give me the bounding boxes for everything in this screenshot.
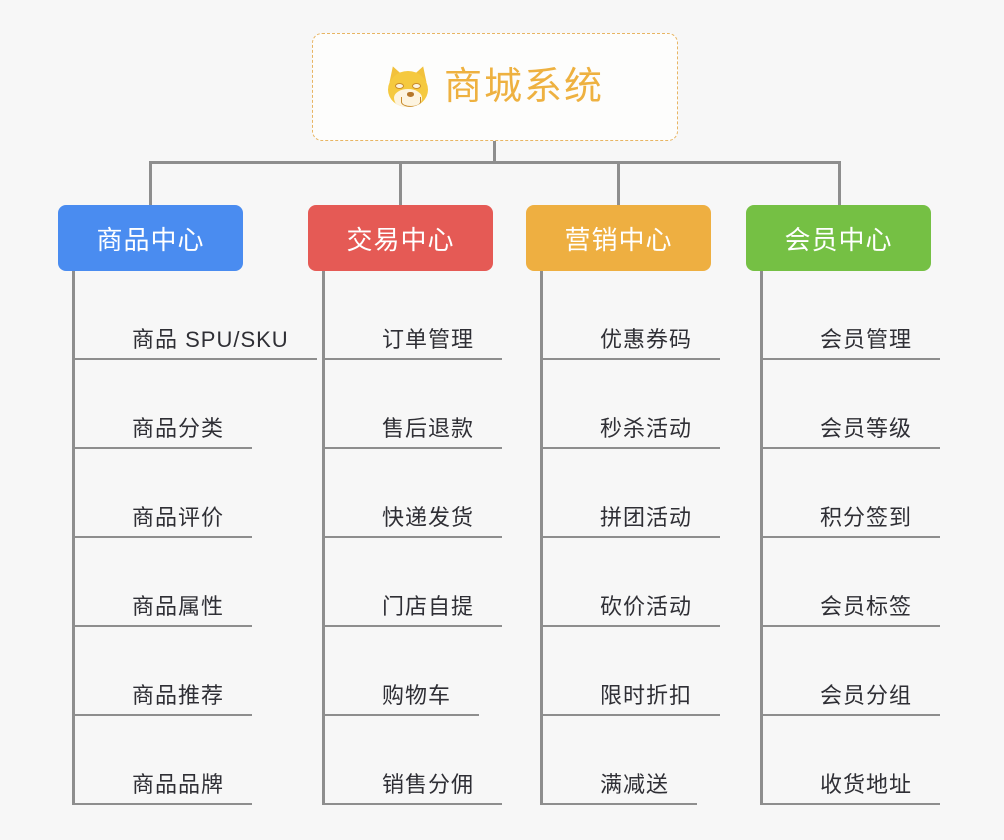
leaf-label: 会员标签 <box>820 594 913 619</box>
leaf-label: 销售分佣 <box>382 772 475 797</box>
leaf-item[interactable]: 优惠券码 <box>540 271 734 360</box>
category-header-0[interactable]: 商品中心 <box>58 205 243 271</box>
leaf-item[interactable]: 秒杀活动 <box>540 360 734 449</box>
category-branch-2: 优惠券码 秒杀活动 拼团活动 砍价活动 限时折扣 满减送 <box>540 271 734 805</box>
leaf-item[interactable]: 砍价活动 <box>540 538 734 627</box>
leaf-item[interactable]: 收货地址 <box>760 716 954 805</box>
category-branch-1: 订单管理 售后退款 快递发货 门店自提 购物车 销售分佣 <box>322 271 516 805</box>
category-branch-3: 会员管理 会员等级 积分签到 会员标签 会员分组 收货地址 <box>760 271 954 805</box>
leaf-item[interactable]: 积分签到 <box>760 449 954 538</box>
leaf-label: 商品分类 <box>132 416 225 441</box>
category-column-3: 会员中心 会员管理 会员等级 积分签到 会员标签 会员分组 收货地址 <box>746 205 954 805</box>
connector-drop-0 <box>149 161 152 207</box>
leaf-label: 砍价活动 <box>600 594 693 619</box>
category-label-3: 会员中心 <box>784 224 893 255</box>
leaf-item[interactable]: 会员等级 <box>760 360 954 449</box>
root-title: 商城系统 <box>443 66 604 108</box>
category-header-2[interactable]: 营销中心 <box>526 205 711 271</box>
connector-drop-1 <box>399 161 402 207</box>
leaf-item[interactable]: 商品品牌 <box>72 716 308 805</box>
root-node[interactable]: 商城系统 <box>312 33 678 141</box>
leaf-label: 拼团活动 <box>600 505 693 530</box>
leaf-item[interactable]: 会员管理 <box>760 271 954 360</box>
leaf-item[interactable]: 商品推荐 <box>72 627 308 716</box>
category-label-2: 营销中心 <box>564 224 673 255</box>
leaf-label: 商品品牌 <box>132 772 225 797</box>
shiba-dog-face-icon <box>385 63 431 109</box>
leaf-item[interactable]: 商品分类 <box>72 360 308 449</box>
leaf-item[interactable]: 快递发货 <box>322 449 516 538</box>
leaf-item[interactable]: 商品评价 <box>72 449 308 538</box>
category-column-0: 商品中心 商品 SPU/SKU 商品分类 商品评价 商品属性 商品推荐 商品品牌 <box>58 205 317 805</box>
category-label-0: 商品中心 <box>96 224 205 255</box>
leaf-label: 商品推荐 <box>132 683 225 708</box>
leaf-item[interactable]: 限时折扣 <box>540 627 734 716</box>
leaf-label: 满减送 <box>600 772 670 797</box>
leaf-label: 秒杀活动 <box>600 416 693 441</box>
leaf-item[interactable]: 会员标签 <box>760 538 954 627</box>
leaf-label: 售后退款 <box>382 416 475 441</box>
category-header-1[interactable]: 交易中心 <box>308 205 493 271</box>
leaf-item[interactable]: 售后退款 <box>322 360 516 449</box>
leaf-item[interactable]: 购物车 <box>322 627 516 716</box>
category-column-2: 营销中心 优惠券码 秒杀活动 拼团活动 砍价活动 限时折扣 满减送 <box>526 205 734 805</box>
connector-drop-3 <box>838 161 841 207</box>
leaf-label: 商品属性 <box>132 594 225 619</box>
leaf-item[interactable]: 订单管理 <box>322 271 516 360</box>
leaf-item[interactable]: 满减送 <box>540 716 734 805</box>
leaf-item[interactable]: 会员分组 <box>760 627 954 716</box>
leaf-item[interactable]: 门店自提 <box>322 538 516 627</box>
category-branch-0: 商品 SPU/SKU 商品分类 商品评价 商品属性 商品推荐 商品品牌 <box>72 271 317 805</box>
leaf-label: 优惠券码 <box>600 327 693 352</box>
leaf-label: 购物车 <box>382 683 452 708</box>
leaf-label: 商品评价 <box>132 505 225 530</box>
leaf-item[interactable]: 拼团活动 <box>540 449 734 538</box>
leaf-label: 会员等级 <box>820 416 913 441</box>
leaf-item[interactable]: 商品 SPU/SKU <box>72 271 317 360</box>
connector-trunk <box>493 141 496 164</box>
leaf-label: 会员管理 <box>820 327 913 352</box>
leaf-label: 快递发货 <box>382 505 475 530</box>
category-label-1: 交易中心 <box>346 224 455 255</box>
leaf-item[interactable]: 商品属性 <box>72 538 308 627</box>
leaf-label: 积分签到 <box>820 505 913 530</box>
connector-drop-2 <box>617 161 620 207</box>
leaf-label: 门店自提 <box>382 594 475 619</box>
leaf-label: 会员分组 <box>820 683 913 708</box>
leaf-item[interactable]: 销售分佣 <box>322 716 516 805</box>
leaf-label: 收货地址 <box>820 772 913 797</box>
connector-bus <box>149 161 841 164</box>
leaf-label: 限时折扣 <box>600 683 693 708</box>
category-column-1: 交易中心 订单管理 售后退款 快递发货 门店自提 购物车 销售分佣 <box>308 205 516 805</box>
category-header-3[interactable]: 会员中心 <box>746 205 931 271</box>
leaf-label: 商品 SPU/SKU <box>132 327 289 352</box>
leaf-label: 订单管理 <box>382 327 475 352</box>
